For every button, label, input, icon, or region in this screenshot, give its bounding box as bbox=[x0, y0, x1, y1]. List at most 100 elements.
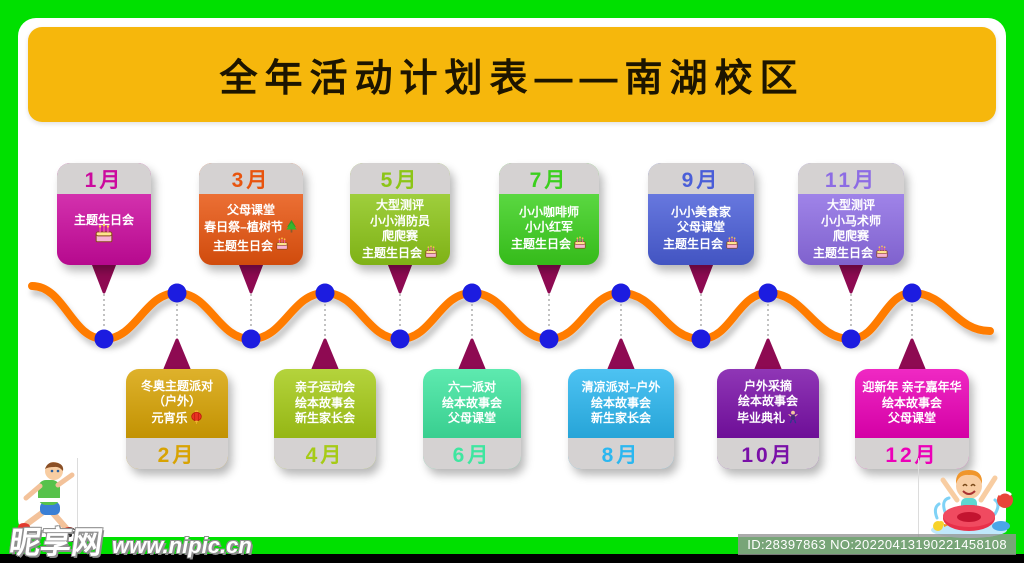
activity-text: 小小美食家 bbox=[670, 204, 731, 219]
activity-text: 新生家长会 bbox=[294, 411, 355, 426]
activity-line: 绘本故事会 bbox=[442, 396, 502, 412]
activity-line: 户外采摘 bbox=[744, 379, 792, 395]
activity-line: 新生家长会 bbox=[591, 411, 651, 427]
month-label: 5月 bbox=[350, 163, 450, 194]
activity-text: 六一派对 bbox=[447, 380, 496, 395]
month-activities: 主题生日会 bbox=[57, 194, 151, 265]
activity-line: 清凉派对–户外 bbox=[582, 380, 661, 396]
month-activities: 小小美食家父母课堂主题生日会 bbox=[648, 194, 754, 265]
month-card-5: 5月大型测评小小消防员爬爬赛主题生日会 bbox=[350, 163, 450, 265]
cake-icon-wrap bbox=[275, 237, 289, 256]
title-banner: 全年活动计划表——南湖校区 bbox=[28, 27, 996, 122]
activity-text: 迎新年 亲子嘉年华 bbox=[862, 380, 962, 395]
activity-line: 冬奥主题派对 bbox=[141, 379, 213, 395]
activity-line: 迎新年 亲子嘉年华 bbox=[862, 380, 961, 396]
activity-line: 父母课堂 bbox=[227, 203, 275, 219]
divider-line-right bbox=[918, 458, 919, 537]
graduate-icon bbox=[788, 410, 798, 424]
activity-line: 主题生日会 bbox=[213, 237, 289, 256]
month-card-7: 7月小小咖啡师小小红军主题生日会 bbox=[499, 163, 599, 265]
activity-text: 主题生日会 bbox=[361, 246, 422, 260]
activity-text: 户外采摘 bbox=[743, 378, 792, 393]
lantern-icon bbox=[190, 410, 202, 424]
activity-line: 主题生日会 bbox=[74, 213, 134, 229]
month-label: 8月 bbox=[568, 438, 674, 469]
activity-line bbox=[95, 224, 113, 247]
image-id-badge: ID:28397863 NO:20220413190221458108 bbox=[738, 534, 1016, 555]
activity-line: 大型测评 bbox=[827, 198, 875, 214]
activity-line: 绘本故事会 bbox=[882, 396, 942, 412]
site-name: 昵享网 bbox=[7, 525, 106, 560]
activity-line: 父母课堂 bbox=[448, 411, 496, 427]
activity-line: 元宵乐 bbox=[151, 410, 202, 429]
tree-icon bbox=[286, 219, 297, 233]
activity-line: （户外） bbox=[153, 394, 201, 410]
activity-line: 父母课堂 bbox=[888, 411, 936, 427]
activity-text: 春日祭–植树节 bbox=[204, 220, 283, 235]
activity-line: 小小美食家 bbox=[671, 205, 731, 221]
activity-text: 绘本故事会 bbox=[881, 395, 942, 410]
bottom-black-bar bbox=[0, 554, 1024, 563]
activity-line: 绘本故事会 bbox=[591, 396, 651, 412]
month-label: 12月 bbox=[855, 438, 969, 469]
month-label: 11月 bbox=[798, 163, 904, 194]
month-card-11: 11月大型测评小小马术师爬爬赛主题生日会 bbox=[798, 163, 904, 265]
cake-icon-wrap bbox=[94, 223, 115, 251]
activity-line: 小小红军 bbox=[525, 220, 573, 236]
month-label: 3月 bbox=[199, 163, 303, 194]
cake-icon bbox=[425, 244, 437, 258]
cake-icon bbox=[276, 237, 288, 250]
tree-icon-wrap bbox=[285, 219, 298, 238]
activity-text: 小小消防员 bbox=[369, 213, 430, 228]
activity-text: 清凉派对–户外 bbox=[581, 380, 661, 395]
lantern-icon-wrap bbox=[190, 410, 203, 429]
activity-text: 小小红军 bbox=[524, 220, 573, 235]
activity-line: 大型测评 bbox=[376, 198, 424, 214]
month-card-1: 1月主题生日会 bbox=[57, 163, 151, 265]
month-activities: 父母课堂春日祭–植树节主题生日会 bbox=[199, 194, 303, 265]
month-label: 2月 bbox=[126, 438, 228, 469]
activity-text: 主题生日会 bbox=[812, 246, 873, 260]
month-label: 4月 bbox=[274, 438, 376, 469]
cake-icon bbox=[876, 244, 888, 258]
month-card-3: 3月父母课堂春日祭–植树节主题生日会 bbox=[199, 163, 303, 265]
activity-text: 父母课堂 bbox=[226, 203, 275, 218]
activity-text: 爬爬赛 bbox=[381, 229, 418, 243]
soccer-boy-illustration bbox=[18, 462, 78, 542]
activity-text: 主题生日会 bbox=[510, 237, 571, 252]
divider-line-left bbox=[77, 458, 78, 537]
activity-text: 亲子运动会 bbox=[294, 380, 355, 395]
cake-icon-wrap bbox=[573, 236, 587, 255]
activity-text: 爬爬赛 bbox=[832, 229, 869, 243]
cake-icon-wrap bbox=[424, 244, 438, 264]
activity-line: 主题生日会 bbox=[361, 244, 438, 264]
activity-text: 主题生日会 bbox=[662, 237, 723, 252]
activity-text: 新生家长会 bbox=[590, 411, 651, 426]
activity-text: 父母课堂 bbox=[447, 411, 496, 426]
activity-line: 爬爬赛 bbox=[382, 229, 418, 245]
site-url: www.nipic.cn bbox=[112, 533, 252, 558]
month-label: 1月 bbox=[57, 163, 151, 194]
activity-line: 春日祭–植树节 bbox=[204, 219, 298, 238]
activity-line: 主题生日会 bbox=[511, 236, 587, 255]
month-activities: 迎新年 亲子嘉年华绘本故事会父母课堂 bbox=[855, 369, 969, 438]
cake-icon-wrap bbox=[875, 244, 889, 264]
activity-text: 毕业典礼 bbox=[736, 411, 785, 426]
activity-text: 冬奥主题派对 bbox=[140, 378, 213, 393]
month-activities: 小小咖啡师小小红军主题生日会 bbox=[499, 194, 599, 265]
month-activities: 六一派对绘本故事会父母课堂 bbox=[423, 369, 521, 438]
activity-text: 小小马术师 bbox=[820, 213, 881, 228]
month-activities: 清凉派对–户外绘本故事会新生家长会 bbox=[568, 369, 674, 438]
month-activities: 大型测评小小马术师爬爬赛主题生日会 bbox=[798, 194, 904, 265]
month-activities: 冬奥主题派对（户外）元宵乐 bbox=[126, 369, 228, 438]
activity-text: 绘本故事会 bbox=[441, 395, 502, 410]
swimming-girl-illustration bbox=[931, 470, 1013, 538]
month-card-9: 9月小小美食家父母课堂主题生日会 bbox=[648, 163, 754, 265]
activity-text: 绘本故事会 bbox=[737, 394, 798, 409]
cake-icon bbox=[574, 236, 586, 249]
activity-line: 爬爬赛 bbox=[833, 229, 869, 245]
